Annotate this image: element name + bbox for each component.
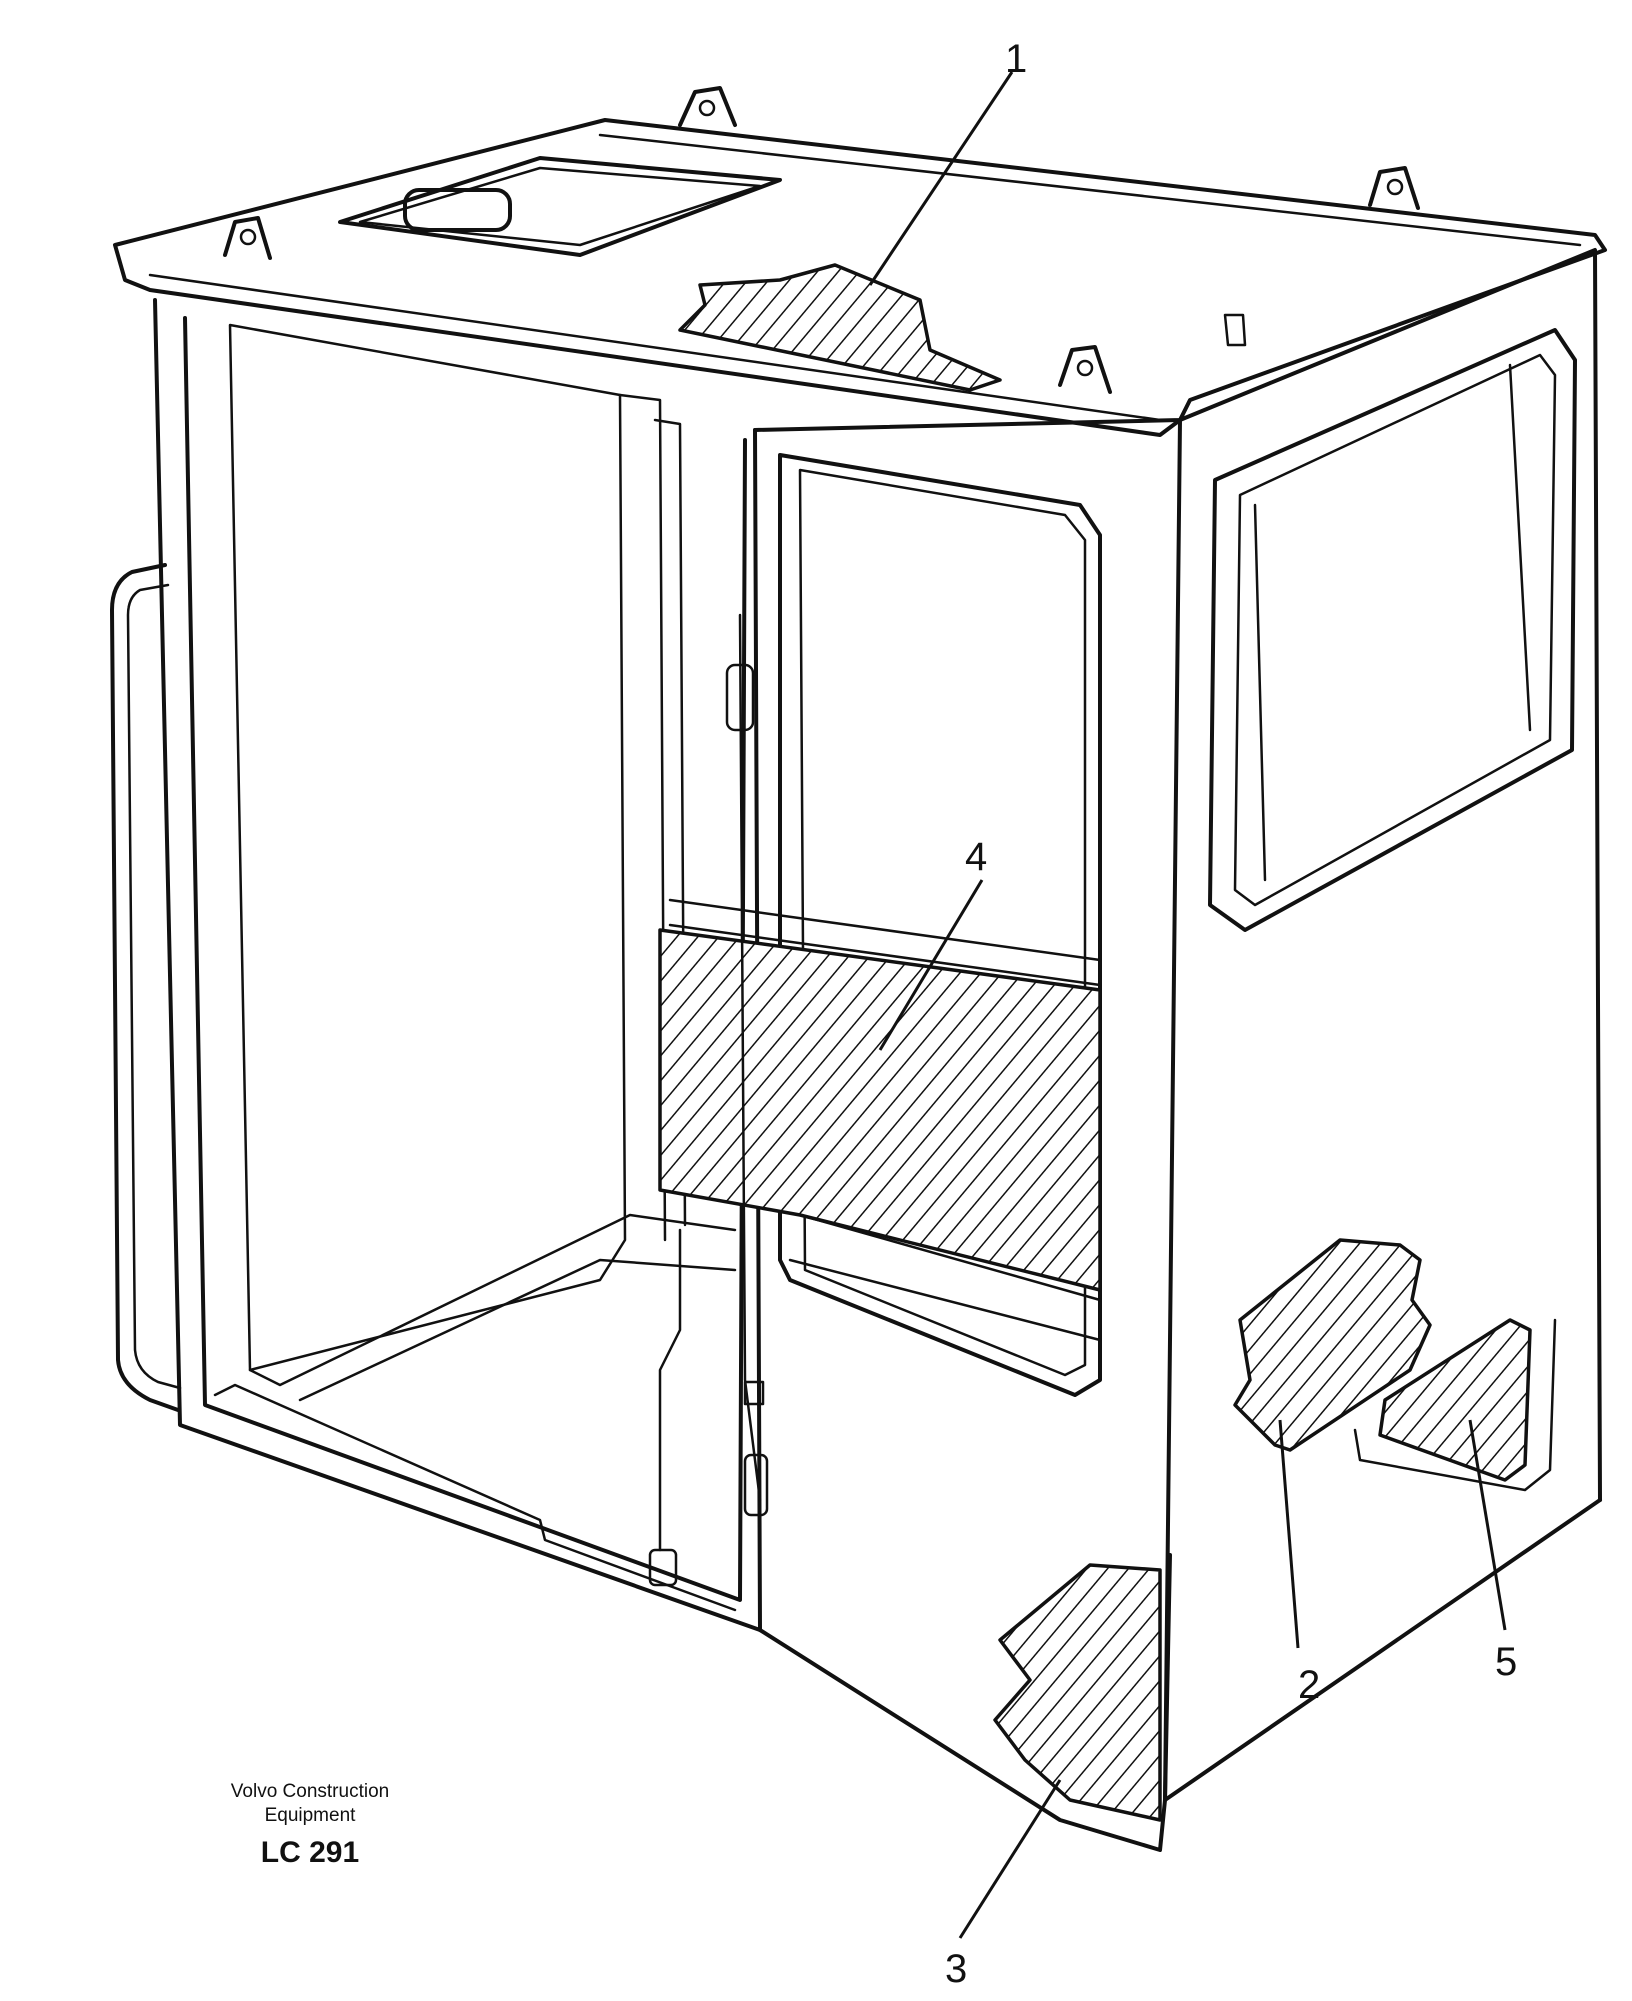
- callout-2: 2: [1298, 1663, 1320, 1707]
- cab-roof: [113, 86, 1607, 437]
- callout-leader-1: [868, 71, 1014, 286]
- cable-harness: [648, 613, 769, 1587]
- callout-1: 1: [1005, 37, 1027, 81]
- manufacturer-caption: Volvo Construction Equipment: [190, 1780, 430, 1828]
- roof-lamp-icon: [403, 188, 512, 232]
- callout-leader-5: [1468, 1419, 1507, 1631]
- part-3-corner-panel: [993, 1563, 1162, 1822]
- callout-leader-3: [958, 1779, 1062, 1939]
- manufacturer-line-2: Equipment: [264, 1805, 356, 1826]
- callout-5: 5: [1495, 1640, 1517, 1684]
- callout-leader-4: [878, 879, 984, 1051]
- part-2-side-panel: [1233, 1238, 1432, 1452]
- callout-3: 3: [945, 1947, 967, 1991]
- grab-handle-icon: [110, 563, 182, 1412]
- part-1-roof-panel: [678, 263, 1002, 392]
- diagram-code: LC 291: [260, 1836, 360, 1869]
- cab-door: [658, 453, 1102, 1397]
- manufacturer-line-1: Volvo Construction: [230, 1781, 390, 1802]
- part-5-rear-panel: [1378, 1318, 1532, 1482]
- callout-4: 4: [965, 835, 987, 879]
- cab-side-panel: [753, 248, 1602, 1852]
- lifting-eye-icon: [223, 86, 1420, 394]
- callout-leader-2: [1278, 1419, 1300, 1649]
